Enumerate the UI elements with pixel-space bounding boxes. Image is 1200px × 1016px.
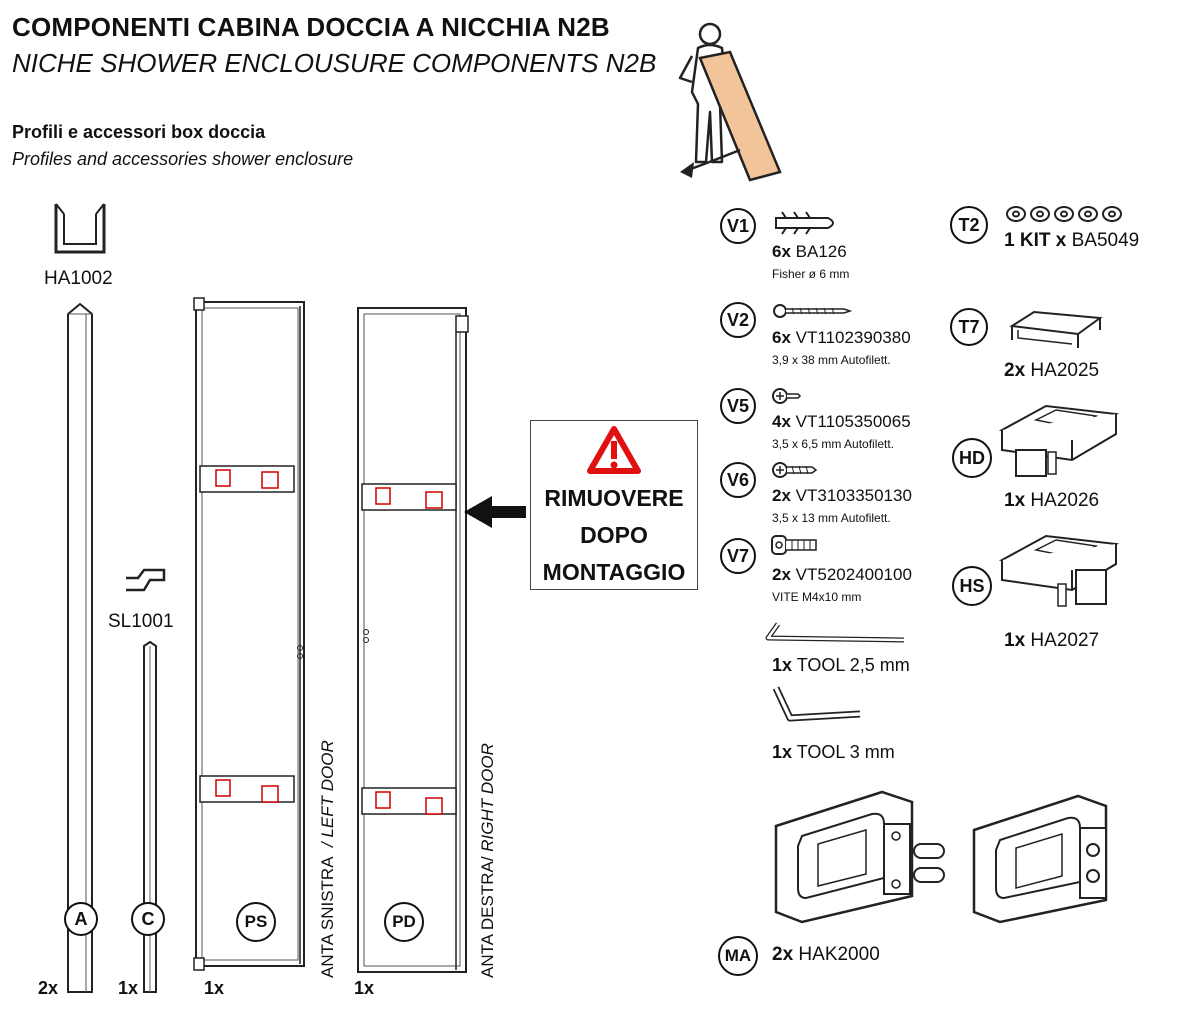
hardware-badge-v5: V5 xyxy=(720,388,756,424)
ps-protective-label-top xyxy=(199,465,295,493)
part-badge-a: A xyxy=(64,902,98,936)
seal-c-drawing xyxy=(143,640,157,993)
qty-ps: 1x xyxy=(204,978,225,998)
wall-plug-icon xyxy=(775,211,834,235)
v5-code: VT1105350065 xyxy=(795,412,911,431)
t2-code: BA5049 xyxy=(1071,230,1140,251)
v5-qty: 4x xyxy=(772,412,791,431)
ps-protective-label-bottom xyxy=(199,775,295,803)
tool-3-qty: 1x xyxy=(772,742,793,762)
allen-key-2-5-icon xyxy=(765,622,905,643)
sl1001-seal-section xyxy=(126,568,166,592)
v2-qty: 6x xyxy=(772,328,791,347)
hinge-hd-icon xyxy=(998,404,1120,477)
v1-desc: Fisher ø 6 mm xyxy=(772,267,850,281)
part-badge-c: C xyxy=(131,902,165,936)
hinge-ma-left-icon xyxy=(774,790,945,924)
hd-qty: 1x xyxy=(1004,490,1026,511)
accessory-badge-ma: MA xyxy=(718,936,758,976)
hs-code: HA2027 xyxy=(1030,630,1100,651)
allen-key-3-icon xyxy=(772,686,861,722)
long-screw-icon xyxy=(773,304,852,318)
arrow-left-icon xyxy=(464,496,526,528)
qty-a: 2x xyxy=(38,978,59,998)
tool-3-label: TOOL 3 mm xyxy=(796,742,895,762)
title-english: NICHE SHOWER ENCLOUSURE COMPONENTS N2B xyxy=(12,48,657,78)
sl1001-code: SL1001 xyxy=(108,611,174,632)
ha1002-profile-section xyxy=(54,203,106,254)
title-italian: COMPONENTI CABINA DOCCIA A NICCHIA N2B xyxy=(12,12,610,42)
hs-qty: 1x xyxy=(1004,630,1026,651)
warning-triangle-icon xyxy=(587,426,641,474)
accessory-badge-hs: HS xyxy=(952,566,992,606)
t2-qty: 1 KIT x xyxy=(1004,230,1067,251)
subtitle-italian: Profili e accessori box doccia xyxy=(12,122,266,142)
qty-c: 1x xyxy=(118,978,139,998)
short-screw-icon xyxy=(772,388,802,404)
t7-code: HA2025 xyxy=(1030,360,1100,381)
left-door-label: ANTA SNISTRA / LEFT DOOR xyxy=(318,740,337,978)
t7-qty: 2x xyxy=(1004,360,1026,381)
accessory-badge-t2: T2 xyxy=(950,206,988,244)
v6-qty: 2x xyxy=(772,486,791,505)
v6-code: VT3103350130 xyxy=(795,486,912,505)
v2-code: VT1102390380 xyxy=(795,328,911,347)
end-cap-icon xyxy=(1009,310,1103,348)
hinge-hs-icon xyxy=(998,534,1120,607)
hinge-ma-right-icon xyxy=(972,794,1108,924)
v1-code: BA126 xyxy=(795,242,847,261)
v7-code: VT5202400100 xyxy=(795,565,912,584)
part-badge-ps: PS xyxy=(236,902,276,942)
medium-screw-icon xyxy=(772,462,818,478)
profile-a-drawing xyxy=(67,302,93,993)
hardware-badge-v6: V6 xyxy=(720,462,756,498)
v1-qty: 6x xyxy=(772,242,791,261)
part-badge-pd: PD xyxy=(384,902,424,942)
hardware-badge-v2: V2 xyxy=(720,302,756,338)
pd-protective-label-bottom xyxy=(361,787,457,815)
warning-line-3: MONTAGGIO xyxy=(542,559,686,585)
remove-after-assembly-warning: RIMUOVERE DOPO MONTAGGIO xyxy=(530,420,698,590)
accessory-badge-hd: HD xyxy=(952,438,992,478)
v6-desc: 3,5 x 13 mm Autofilett. xyxy=(772,511,891,525)
right-door-pd-drawing xyxy=(357,307,469,973)
v2-desc: 3,9 x 38 mm Autofilett. xyxy=(772,353,891,367)
v5-desc: 3,5 x 6,5 mm Autofilett. xyxy=(772,437,895,451)
tool-2-5-label: TOOL 2,5 mm xyxy=(796,655,910,675)
warning-line-1: RIMUOVERE xyxy=(544,485,684,511)
tool-2-5-qty: 1x xyxy=(772,655,793,675)
machine-screw-icon xyxy=(771,535,817,555)
qty-pd: 1x xyxy=(354,978,375,998)
pd-protective-label-top xyxy=(361,483,457,511)
right-door-label: ANTA DESTRA/ RIGHT DOOR xyxy=(478,743,497,978)
ha1002-code: HA1002 xyxy=(44,268,113,289)
bead-kit-icon xyxy=(1006,206,1122,222)
subtitle-english: Profiles and accessories shower enclosur… xyxy=(12,149,354,169)
v7-qty: 2x xyxy=(772,565,791,584)
hardware-badge-v7: V7 xyxy=(720,538,756,574)
hardware-badge-v1: V1 xyxy=(720,208,756,244)
ma-code: HAK2000 xyxy=(798,944,880,965)
hd-code: HA2026 xyxy=(1030,490,1100,511)
left-door-ps-drawing xyxy=(193,297,305,971)
v7-desc: VITE M4x10 mm xyxy=(772,590,862,604)
warning-line-2: DOPO xyxy=(580,522,648,548)
accessory-badge-t7: T7 xyxy=(950,308,988,346)
ma-qty: 2x xyxy=(772,944,794,965)
carry-glass-icon xyxy=(678,22,782,182)
